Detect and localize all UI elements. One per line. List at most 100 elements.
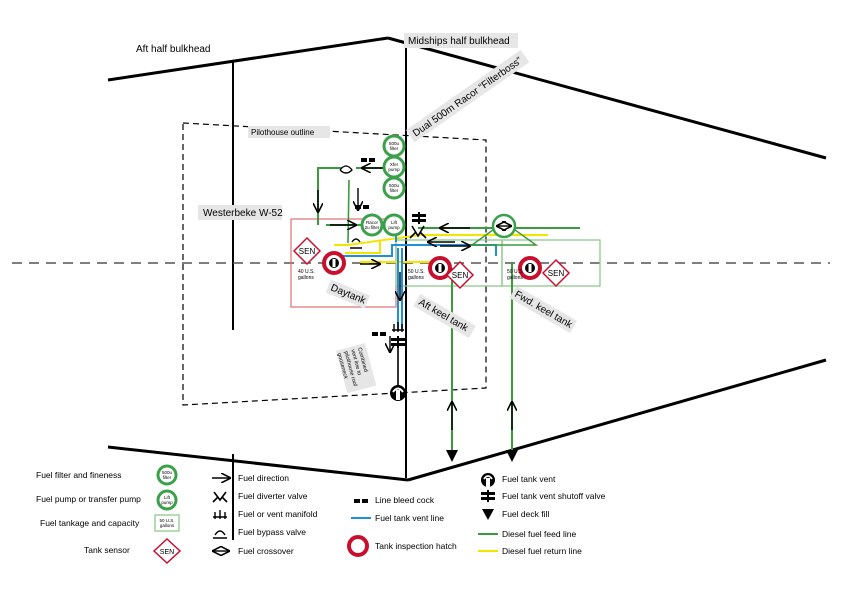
svg-text:SEN: SEN [160, 549, 174, 556]
engine-label: Westerbeke W-52 [203, 208, 283, 219]
legend-manifold-icon [213, 510, 227, 519]
fuel-tank-vent-icon [390, 385, 406, 401]
filter-mid: 500u filter [382, 176, 406, 200]
svg-text:pump: pump [388, 225, 400, 230]
svg-text:SEN: SEN [548, 269, 565, 278]
svg-text:2u filter: 2u filter [365, 225, 380, 230]
deck-fill-icon [506, 450, 518, 462]
daytank-label-group: Daytank [325, 279, 370, 309]
daytank-capacity: 40 U.S. [298, 269, 315, 275]
vent-note-group: Combined vent line to pilothouse roof go… [335, 343, 377, 394]
svg-text:pump: pump [388, 167, 400, 172]
hull-bottom-line-aft [107, 445, 409, 482]
fwd-keel-capacity-unit: gallons [507, 275, 523, 281]
legend-label: Fuel diverter valve [238, 491, 308, 501]
engine-label-bg [198, 205, 282, 220]
legend-hatch-icon [347, 535, 369, 557]
vent-shutoff-valve-icon [412, 212, 426, 224]
legend-label: Fuel tank vent [502, 474, 556, 484]
legend-label: Line bleed cock [375, 495, 435, 505]
pilothouse-outline [182, 122, 487, 406]
tank-sensor: SEN [445, 260, 475, 290]
lift-pump: Lift pump [382, 213, 406, 237]
legend-label: Fuel tankage and capacity [40, 518, 140, 528]
aft-bulkhead-label: Aft half bulkhead [136, 44, 211, 55]
bypass-valve-icon [350, 238, 362, 249]
deck-fill-icon [446, 450, 458, 462]
legend-diverter-icon [212, 491, 228, 503]
aft-keel-tank-label: Aft keel tank [417, 297, 471, 335]
legend-label: Tank sensor [84, 545, 130, 555]
legend-label: Fuel crossover [238, 546, 294, 556]
svg-text:filter: filter [390, 188, 399, 193]
daytank-label-bg [325, 279, 370, 309]
legend-deck-fill-icon [482, 509, 494, 520]
racor-label-bg [406, 49, 530, 143]
legend-label: Fuel bypass valve [238, 527, 306, 537]
diverter-valve-icon [409, 225, 427, 239]
aft-keel-label-bg [413, 293, 476, 338]
legend-label: Fuel pump or transfer pump [36, 494, 141, 504]
svg-text:pump: pump [161, 500, 173, 505]
legend-label: Fuel tank vent line [375, 513, 444, 523]
svg-text:500u: 500u [389, 183, 400, 188]
legend-label: Fuel filter and fineness [36, 470, 122, 480]
hull-bottom-line-fwd [407, 358, 827, 482]
bypass-valve-icon [339, 165, 353, 174]
daytank-label: Daytank [329, 283, 368, 307]
fwd-keel-label-bg [509, 285, 578, 333]
racor-label: Dual 500m Racor “Filterboss” [411, 55, 524, 139]
inspection-hatch-icon [428, 256, 452, 280]
legend-label: Fuel deck fill [502, 509, 549, 519]
vent-note-bg [335, 343, 377, 394]
xfer-pump: Xfer pump [382, 155, 406, 179]
svg-text:SEN: SEN [452, 271, 469, 280]
legend-sensor-symbol: SEN [152, 537, 182, 565]
svg-text:SEN: SEN [299, 247, 316, 256]
bleed-cock-icon [372, 332, 386, 336]
filter-top: 500u filter [382, 134, 406, 158]
legend-label: Fuel tank vent shutoff valve [502, 491, 606, 501]
legend-label: Fuel or vent manifold [238, 509, 318, 519]
midships-label-bg [404, 33, 518, 48]
midships-bulkhead-label: Midships half bulkhead [408, 36, 510, 47]
legend-label: Fuel direction [238, 473, 289, 483]
legend-label: Diesel fuel feed line [502, 529, 576, 539]
svg-text:gallons: gallons [160, 523, 175, 528]
legend-bypass-icon [213, 530, 227, 539]
vent-shutoff-valve-icon [391, 336, 405, 348]
svg-text:Lift: Lift [164, 495, 171, 500]
hull-outline [12, 36, 830, 540]
legend: Fuel filter and fineness 500u filter Fue… [36, 464, 606, 565]
fwd-keel-tank-label: Fwd. keel tank [513, 289, 575, 331]
legend-filter-symbol: 500u filter [156, 464, 178, 486]
pilothouse-label-bg [248, 126, 330, 138]
bleed-cock-icon [361, 158, 375, 162]
pilothouse-label: Pilothouse outline [251, 128, 315, 137]
return-line [345, 240, 381, 254]
legend-tank-symbol: 50 U.S. gallons [154, 514, 180, 532]
svg-text:Racor: Racor [366, 220, 379, 225]
tank-sensor: SEN [292, 236, 322, 266]
svg-text:500u: 500u [162, 470, 173, 475]
racor-filter: Racor 2u filter [360, 213, 384, 237]
fwd-keel-capacity: 50 U.S. [507, 269, 524, 275]
legend-tank-vent-icon [481, 473, 495, 487]
aft-keel-label-group: Aft keel tank [413, 293, 476, 338]
aft-keel-capacity: 50 U.S. [408, 269, 425, 275]
legend-label: Tank inspection hatch [375, 541, 457, 551]
crossover-fitting [469, 213, 539, 246]
feed-line [347, 179, 350, 244]
svg-text:Xfer: Xfer [390, 162, 399, 167]
hull-top-line-fwd [387, 36, 827, 160]
fwd-keel-label-group: Fwd. keel tank [509, 285, 578, 333]
aft-keel-capacity-unit: gallons [408, 275, 424, 281]
svg-text:50 U.S.: 50 U.S. [159, 518, 174, 523]
svg-text:filter: filter [163, 475, 172, 480]
manifold-icon [392, 322, 404, 332]
inspection-hatch-icon [322, 251, 346, 275]
daytank-capacity-unit: gallons [298, 275, 314, 281]
hull-top-line-aft [107, 36, 389, 82]
legend-pump-symbol: Lift pump [156, 489, 178, 511]
